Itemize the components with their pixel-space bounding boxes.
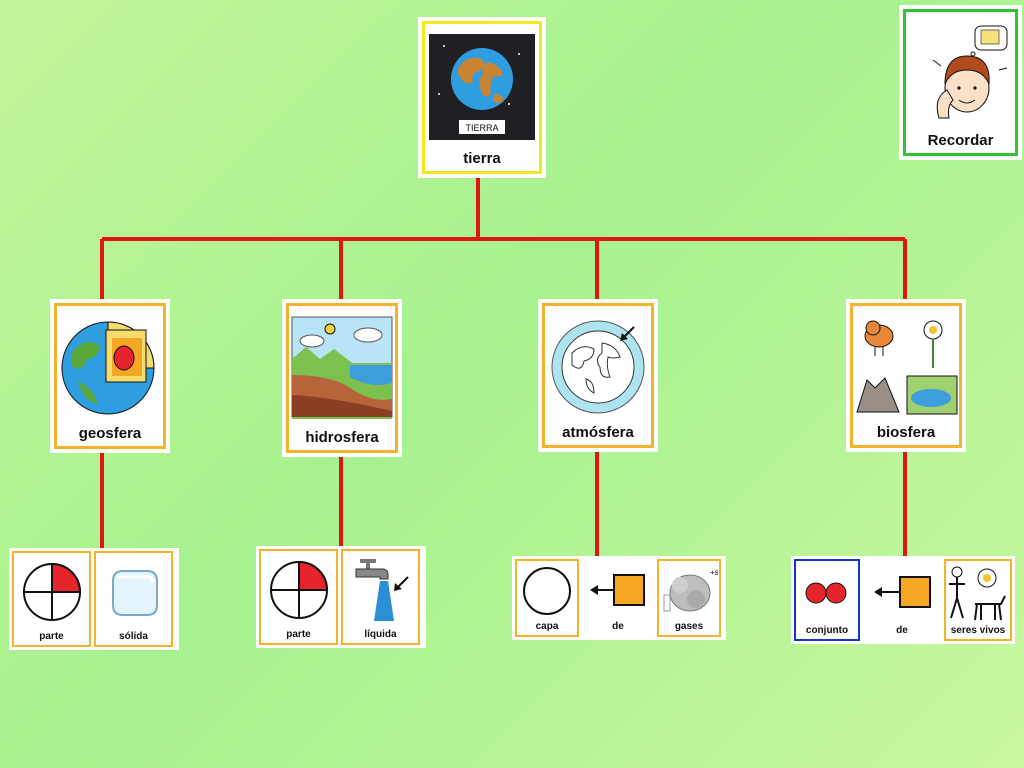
- definition-atmosfera: capa de +s gases: [512, 556, 726, 640]
- from-arrow-icon: [865, 561, 939, 625]
- word-card-capa[interactable]: capa: [515, 559, 579, 637]
- fraction-part-icon: [261, 551, 336, 629]
- globe-atmosphere-icon: [545, 306, 651, 424]
- word-label: seres vivos: [950, 625, 1006, 636]
- word-card-de[interactable]: de: [863, 559, 941, 641]
- thinking-person-icon: [906, 12, 1015, 132]
- word-label: conjunto: [805, 625, 849, 636]
- word-card-seres-vivos[interactable]: seres vivos: [944, 559, 1012, 641]
- sphere-card-atmosfera[interactable]: atmósfera: [538, 299, 658, 452]
- word-card-parte[interactable]: parte: [12, 551, 91, 647]
- sphere-card-geosfera[interactable]: geosfera: [50, 299, 170, 453]
- root-inner-caption: TIERRA: [465, 123, 498, 133]
- from-arrow-icon: [584, 561, 652, 621]
- earth-icon: TIERRA: [425, 24, 539, 150]
- living-beings-icon: [853, 306, 959, 424]
- living-beings-small-icon: [946, 561, 1010, 625]
- landscape-water-icon: [289, 306, 395, 429]
- word-label: de: [896, 625, 908, 636]
- word-card-gases[interactable]: +s gases: [657, 559, 721, 637]
- definition-biosfera: conjunto de seres vivo: [791, 556, 1015, 644]
- word-label: de: [612, 621, 624, 632]
- word-card-solida[interactable]: sólida: [94, 551, 173, 647]
- word-card-de[interactable]: de: [582, 559, 654, 637]
- word-label: parte: [286, 629, 311, 640]
- fraction-part-icon: [14, 553, 89, 631]
- word-label: gases: [674, 621, 704, 632]
- remember-label: Recordar: [927, 132, 994, 149]
- sphere-label-hidrosfera: hidrosfera: [305, 429, 379, 446]
- sphere-label-biosfera: biosfera: [876, 424, 936, 441]
- definition-hidrosfera: parte líquida: [256, 546, 426, 648]
- word-label: capa: [535, 621, 559, 632]
- word-label: líquida: [364, 629, 397, 640]
- earth-core-icon: [57, 306, 163, 425]
- set-dots-icon: [796, 561, 858, 625]
- gas-cloud-icon: +s: [659, 561, 719, 621]
- root-card-tierra[interactable]: TIERRA tierra: [418, 17, 546, 178]
- sphere-label-atmosfera: atmósfera: [562, 424, 634, 441]
- empty-circle-icon: [517, 561, 577, 621]
- definition-geosfera: parte sólida: [9, 548, 179, 650]
- sphere-card-hidrosfera[interactable]: hidrosfera: [282, 299, 402, 457]
- svg-text:+s: +s: [710, 568, 718, 577]
- sphere-card-biosfera[interactable]: biosfera: [846, 299, 966, 452]
- sphere-label-geosfera: geosfera: [78, 425, 142, 442]
- remember-card[interactable]: Recordar: [899, 5, 1022, 160]
- word-label: sólida: [119, 631, 148, 642]
- word-card-conjunto[interactable]: conjunto: [794, 559, 860, 641]
- word-card-parte[interactable]: parte: [259, 549, 338, 645]
- water-tap-icon: [343, 551, 418, 629]
- word-card-liquida[interactable]: líquida: [341, 549, 420, 645]
- ice-cube-icon: [96, 553, 171, 631]
- root-label: tierra: [463, 150, 501, 167]
- word-label: parte: [39, 631, 64, 642]
